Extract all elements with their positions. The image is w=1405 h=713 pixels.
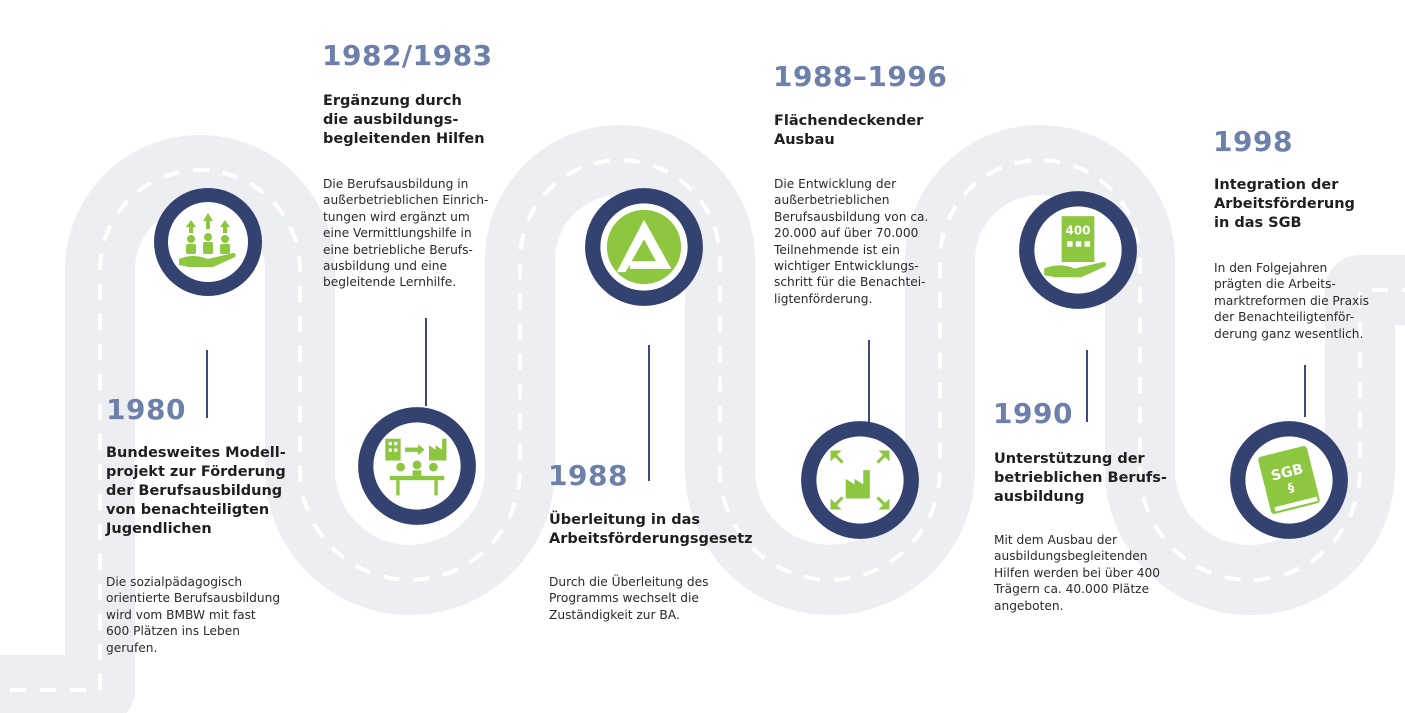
year-1988-1996: 1988–1996 <box>773 60 948 93</box>
milestone-circle-1988-1996 <box>800 420 919 539</box>
body-1988: Durch die Überleitung des Programms wech… <box>549 575 709 622</box>
year-1982-1983: 1982/1983 <box>322 39 493 72</box>
milestone-circle-1988 <box>584 187 703 306</box>
building-400-hand-icon: 400 <box>1044 216 1106 278</box>
connector-1980 <box>206 350 208 418</box>
year-1980: 1980 <box>106 393 186 426</box>
connector-1998 <box>1304 365 1306 417</box>
year-1998: 1998 <box>1213 125 1293 158</box>
connector-1988 <box>648 345 650 481</box>
milestone-circle-1990: 400 <box>1018 190 1137 309</box>
building-400-label: 400 <box>1065 224 1090 238</box>
sgb-book-paragraph-sign: § <box>1286 480 1295 495</box>
road-center-line <box>0 158 1405 692</box>
body-1982-1983: Die Berufsausbildung in außerbetrieblich… <box>323 177 489 290</box>
meeting-factory-icon <box>385 438 447 496</box>
milestone-circle-1982 <box>357 406 476 525</box>
sgb-book-icon: SGB § <box>1258 446 1320 514</box>
people-growth-hand-icon <box>179 213 236 267</box>
agency-logo-icon <box>606 209 682 285</box>
heading-1998: Integration der Arbeitsförderung in das … <box>1214 177 1355 231</box>
year-1988: 1988 <box>548 459 628 492</box>
milestone-circle-1998: SGB § <box>1229 420 1348 539</box>
year-1990: 1990 <box>993 397 1073 430</box>
body-1988-1996: Die Entwicklung der außerbetrieblichen B… <box>774 177 929 306</box>
heading-1988: Überleitung in das Arbeitsförderungsgese… <box>549 512 753 547</box>
connector-1982 <box>425 318 427 406</box>
factory-expand-icon <box>830 450 890 510</box>
connector-1988-1996 <box>868 340 870 425</box>
heading-1990: Unterstützung der betrieblichen Berufs- … <box>994 451 1167 505</box>
heading-1988-1996: Flächendeckender Ausbau <box>774 113 924 148</box>
body-1990: Mit dem Ausbau der ausbildungsbegleitend… <box>994 533 1161 613</box>
body-1980: Die sozialpädagogisch orientierte Berufs… <box>106 575 281 655</box>
heading-1980: Bundesweites Modell- projekt zur Förderu… <box>106 445 286 537</box>
sgb-book-title: SGB <box>1269 461 1305 484</box>
heading-1982-1983: Ergänzung durch die ausbildungs- begleit… <box>323 93 485 147</box>
milestone-circle-1980 <box>153 187 263 297</box>
body-1998: In den Folgejahren prägten die Arbeits- … <box>1214 261 1369 341</box>
connector-1990 <box>1086 350 1088 422</box>
